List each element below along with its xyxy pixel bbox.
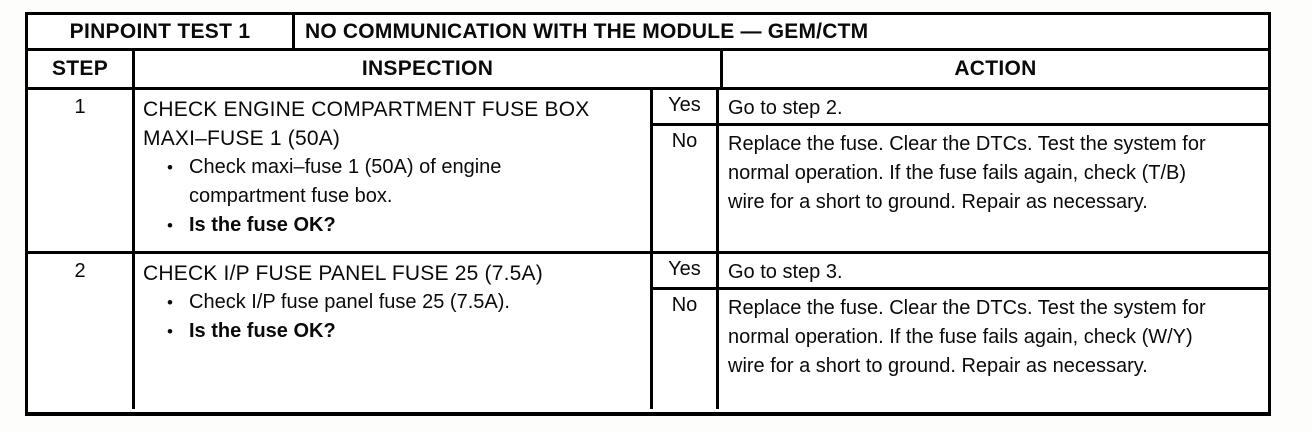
yes-action-paragraph: Go to step 2. — [728, 97, 843, 119]
step-number: 2 — [28, 254, 135, 409]
yes-action-text: Go to step 2. — [719, 90, 1268, 123]
inspection-heading: CHECK ENGINE COMPARTMENT FUSE BOX MAXI–F… — [143, 98, 590, 150]
bullet-icon: • — [167, 216, 173, 235]
bullet-item: • Is the fuse OK? — [143, 317, 640, 346]
inspection-instruction: Check maxi–fuse 1 (50A) of engine compar… — [189, 156, 502, 207]
yes-action-text: Go to step 3. — [719, 254, 1268, 287]
inspection-question: Is the fuse OK? — [189, 320, 336, 342]
step-row: 1 CHECK ENGINE COMPARTMENT FUSE BOX MAXI… — [28, 90, 1268, 254]
yes-subrow: Yes Go to step 3. — [653, 254, 1268, 290]
table-title-row: PINPOINT TEST 1 NO COMMUNICATION WITH TH… — [28, 15, 1268, 51]
no-subrow: No Replace the fuse. Clear the DTCs. Tes… — [653, 126, 1268, 251]
no-action-text: Replace the fuse. Clear the DTCs. Test t… — [719, 290, 1268, 409]
bullet-item: • Check I/P fuse panel fuse 25 (7.5A). — [143, 288, 640, 317]
no-label: No — [653, 126, 719, 251]
bullet-item: • Is the fuse OK? — [143, 211, 640, 240]
step-row: 2 CHECK I/P FUSE PANEL FUSE 25 (7.5A) • … — [28, 254, 1268, 409]
inspection-column-header: INSPECTION — [135, 51, 723, 87]
inspection-heading: CHECK I/P FUSE PANEL FUSE 25 (7.5A) — [143, 262, 543, 285]
action-group: Yes Go to step 2. No Replace the fuse. C… — [653, 90, 1268, 251]
bullet-icon: • — [167, 293, 173, 312]
bullet-list: • Check maxi–fuse 1 (50A) of engine comp… — [143, 153, 640, 240]
column-header-row: STEP INSPECTION ACTION — [28, 51, 1268, 90]
inspection-cell: CHECK I/P FUSE PANEL FUSE 25 (7.5A) • Ch… — [135, 254, 653, 409]
bullet-list: • Check I/P fuse panel fuse 25 (7.5A). •… — [143, 288, 640, 346]
inspection-question: Is the fuse OK? — [189, 214, 336, 236]
yes-label: Yes — [653, 254, 719, 287]
pinpoint-test-description: NO COMMUNICATION WITH THE MODULE — GEM/C… — [305, 19, 869, 43]
step-number: 1 — [28, 90, 135, 251]
step-column-header: STEP — [28, 51, 135, 87]
no-action-paragraph: Replace the fuse. Clear the DTCs. Test t… — [728, 297, 1206, 377]
pinpoint-test-table: PINPOINT TEST 1 NO COMMUNICATION WITH TH… — [25, 12, 1271, 416]
no-action-paragraph: Replace the fuse. Clear the DTCs. Test t… — [728, 133, 1206, 213]
yes-subrow: Yes Go to step 2. — [653, 90, 1268, 126]
no-label: No — [653, 290, 719, 409]
no-subrow: No Replace the fuse. Clear the DTCs. Tes… — [653, 290, 1268, 409]
action-column-header: ACTION — [954, 57, 1037, 80]
yes-action-paragraph: Go to step 3. — [728, 261, 843, 283]
bullet-icon: • — [167, 322, 173, 341]
yes-label: Yes — [653, 90, 719, 123]
bullet-item: • Check maxi–fuse 1 (50A) of engine comp… — [143, 153, 640, 211]
inspection-cell: CHECK ENGINE COMPARTMENT FUSE BOX MAXI–F… — [135, 90, 653, 251]
bullet-icon: • — [167, 158, 173, 177]
pinpoint-test-label: PINPOINT TEST 1 — [28, 15, 295, 48]
no-action-text: Replace the fuse. Clear the DTCs. Test t… — [719, 126, 1268, 251]
inspection-instruction: Check I/P fuse panel fuse 25 (7.5A). — [189, 291, 510, 313]
action-group: Yes Go to step 3. No Replace the fuse. C… — [653, 254, 1268, 409]
